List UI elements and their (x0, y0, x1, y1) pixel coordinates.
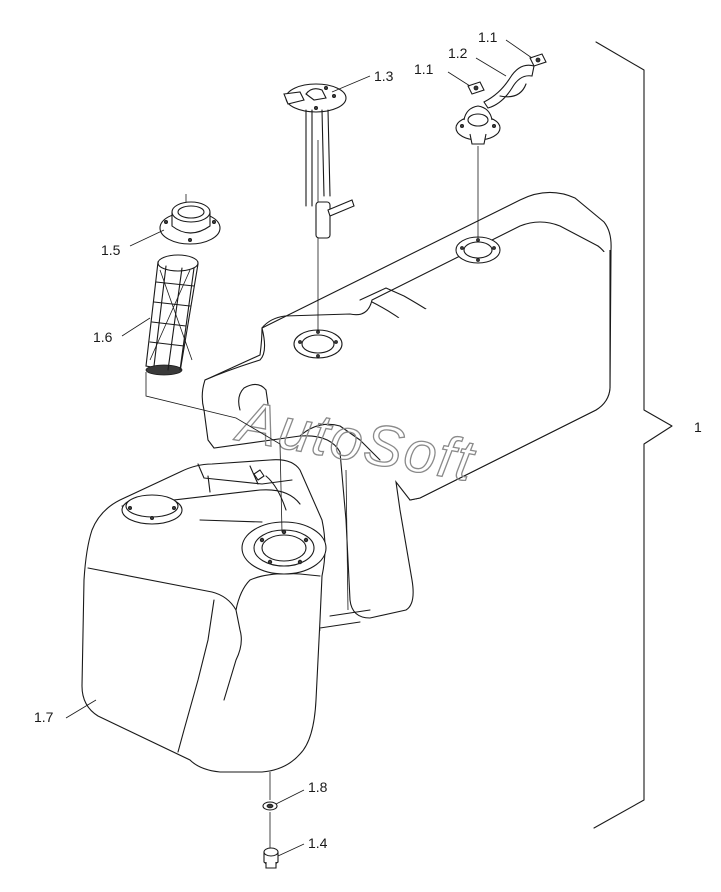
label-assembly-1: 1 (694, 419, 702, 435)
label-1-3: 1.3 (374, 68, 394, 84)
tank-opening-sender (293, 329, 343, 359)
leader-lines (65, 39, 533, 857)
vent-valve-1-2 (455, 64, 535, 145)
label-1-5: 1.5 (101, 242, 121, 258)
hose-clamp-1-1-right (529, 53, 547, 67)
assembly-bracket (593, 41, 673, 829)
label-1-2: 1.2 (448, 45, 468, 61)
tank-opening-filler (241, 521, 327, 575)
sealing-washer-1-8 (262, 801, 278, 811)
label-1-7: 1.7 (34, 709, 54, 725)
filler-strainer-1-6 (145, 254, 199, 376)
filler-neck-flange-1-5 (159, 201, 221, 245)
fuel-level-sender-1-3 (283, 83, 355, 239)
label-1-4: 1.4 (308, 835, 328, 851)
label-1-1-left: 1.1 (414, 61, 434, 77)
hose-clamp-1-1-left (467, 81, 485, 95)
tank-opening-secondary (121, 494, 183, 525)
label-1-8: 1.8 (308, 779, 328, 795)
tank-opening-vent (455, 236, 501, 264)
label-1-1-top: 1.1 (478, 29, 498, 45)
label-1-6: 1.6 (93, 329, 113, 345)
drain-plug-1-4 (263, 847, 279, 869)
fuel-tank-lower-body (201, 250, 611, 641)
secondary-tank-body (81, 459, 326, 773)
